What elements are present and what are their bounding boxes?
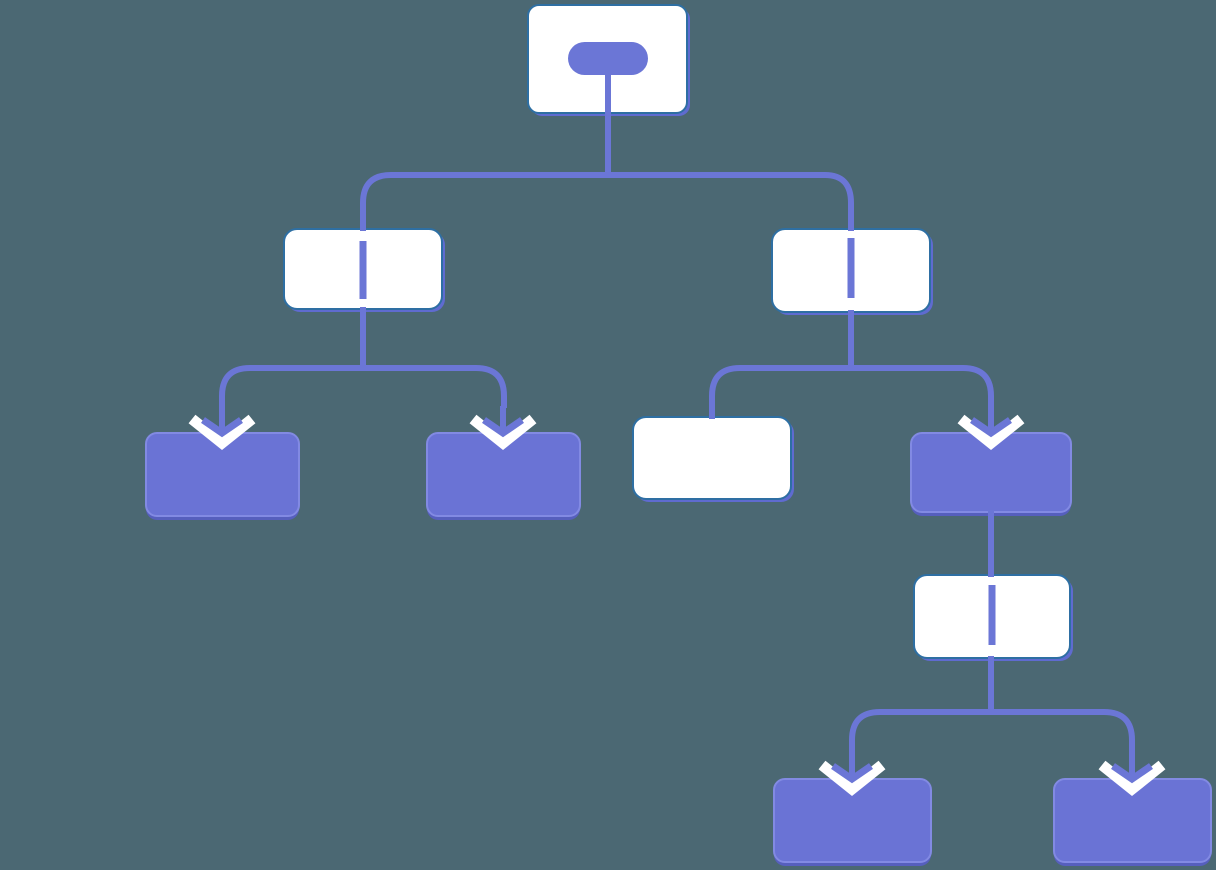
branch-node-right[interactable] xyxy=(771,228,931,313)
branch-node-bottom[interactable] xyxy=(913,574,1071,659)
plain-child-node[interactable] xyxy=(632,416,792,500)
leaf-node-4[interactable] xyxy=(1053,778,1212,863)
arrow-child-node[interactable] xyxy=(910,432,1072,513)
root-node[interactable] xyxy=(527,4,688,114)
branch-node-left[interactable] xyxy=(283,228,443,310)
leaf-node-1[interactable] xyxy=(145,432,300,517)
leaf-node-3[interactable] xyxy=(773,778,932,863)
leaf-node-2[interactable] xyxy=(426,432,581,517)
